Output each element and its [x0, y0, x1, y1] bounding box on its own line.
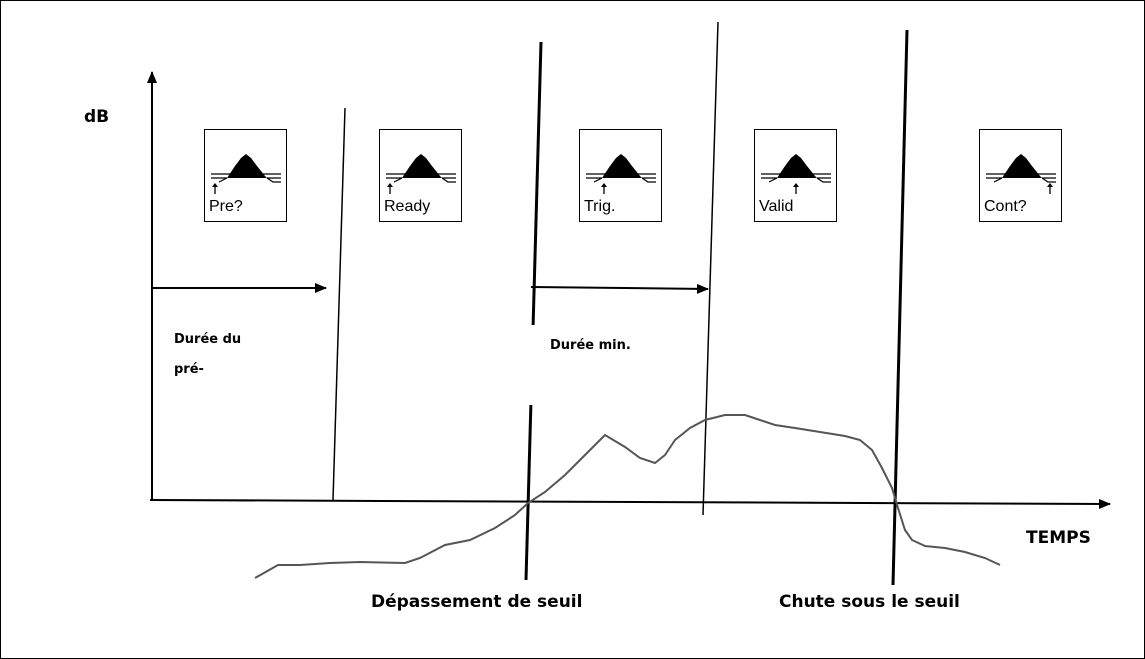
state-cont-label: Cont?: [984, 198, 1027, 215]
arrow-up-icon: [387, 183, 393, 194]
state-ready-icon: Ready: [379, 129, 462, 222]
duration-min-arrow: [530, 283, 709, 294]
arrow-up-icon: [212, 183, 218, 194]
duration-min-label: Durée min.: [550, 338, 631, 353]
state-valid-icon: Valid: [754, 129, 837, 222]
state-trig-icon: Trig.: [579, 129, 662, 222]
x-axis-label: TEMPS: [1026, 528, 1091, 548]
signal-curve: [254, 414, 1001, 579]
y-axis-label: dB: [84, 107, 110, 127]
peak-envelope-icon: [986, 154, 1056, 183]
x-axis: [149, 498, 1111, 509]
duration-pre-label-line2: pré-: [174, 362, 204, 377]
arrow-up-icon: [793, 183, 799, 194]
state-pre-icon: Pre?: [204, 129, 287, 222]
event-threshold-drop: Chute sous le seuil: [779, 592, 960, 612]
state-valid-label: Valid: [759, 198, 794, 215]
separator-drop: [891, 29, 909, 586]
peak-envelope-icon: [586, 154, 656, 183]
arrow-up-icon: [1047, 183, 1053, 194]
peak-envelope-icon: [386, 154, 456, 183]
state-trig-label: Trig.: [584, 198, 616, 215]
separator-valid: [702, 21, 719, 516]
arrow-up-icon: [601, 183, 607, 194]
event-threshold-exceeded: Dépassement de seuil: [371, 592, 583, 612]
state-cont-icon: Cont?: [979, 129, 1062, 222]
separator-ready: [332, 107, 346, 501]
peak-envelope-icon: [211, 154, 281, 183]
state-pre-label: Pre?: [209, 198, 243, 215]
peak-envelope-icon: [761, 154, 831, 183]
duration-pre-label-line1: Durée du: [174, 332, 242, 347]
separator-threshold: [524, 41, 543, 581]
state-ready-label: Ready: [384, 198, 431, 215]
